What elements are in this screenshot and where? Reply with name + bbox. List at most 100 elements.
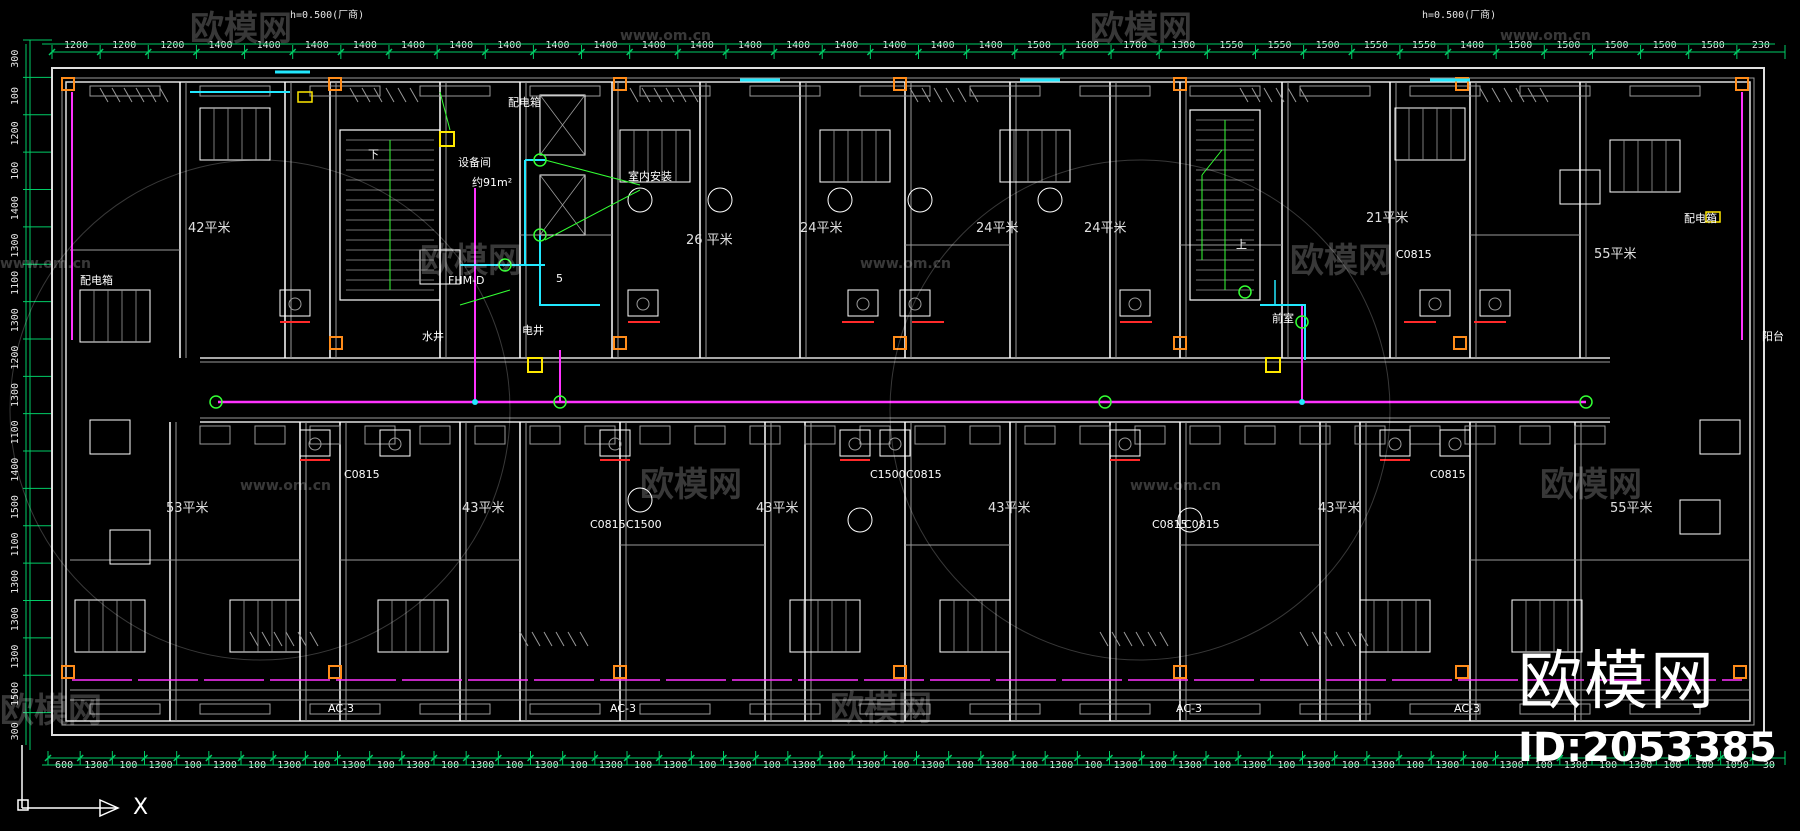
table-block (89, 419, 131, 455)
equipment-tag-3 (1265, 357, 1281, 373)
watermark-url: www.om.cn (0, 256, 91, 272)
lift-shaft (539, 94, 586, 156)
wardrobe-hatch (135, 87, 145, 103)
top-dimension-label: 1400 (594, 40, 618, 51)
dimension-tick (1298, 754, 1307, 762)
wardrobe-hatch (945, 87, 955, 103)
structural-column (1735, 77, 1749, 91)
window-strip (1519, 85, 1591, 97)
window-strip (1079, 85, 1151, 97)
stair-core (339, 129, 441, 301)
watermark-url: www.om.cn (240, 478, 331, 494)
structural-column (61, 77, 75, 91)
bed-block (939, 599, 1011, 653)
top-dimension-label: 1200 (112, 40, 136, 51)
room-area-label: 21平米 (1366, 211, 1409, 226)
watermark-url: www.om.cn (1130, 478, 1221, 494)
dimension-tick (818, 48, 826, 56)
dimension-tick (912, 754, 921, 762)
fixture-block (1419, 289, 1451, 317)
top-dimension-label: 1550 (1267, 40, 1291, 51)
model-id-label: ID:2053385 (1518, 725, 1777, 771)
left-dimension-label: 1400 (10, 458, 21, 482)
wardrobe-hatch (297, 631, 307, 647)
left-dimension-label: 1300 (10, 607, 21, 631)
bed-block (1511, 599, 1583, 653)
room-area-label: 24平米 (800, 221, 843, 236)
structural-column (328, 665, 342, 679)
dimension-tick (337, 48, 345, 56)
pipe-node (553, 395, 567, 409)
dimension-tick (1348, 48, 1356, 56)
table-block (109, 529, 151, 565)
chair-block (827, 187, 853, 213)
window-strip (529, 85, 601, 97)
dimension-tick (385, 48, 393, 56)
top-dimension-label: 1500 (1653, 40, 1677, 51)
top-dimension-label: 1580 (1701, 40, 1725, 51)
top-dimension-label: 1700 (1123, 40, 1147, 51)
wardrobe-hatch (1515, 87, 1525, 103)
dimension-tick (752, 754, 760, 762)
door-frame (1134, 425, 1166, 445)
wardrobe-hatch (1147, 631, 1157, 647)
top-dimension-label: 1500 (1508, 40, 1532, 51)
wardrobe-hatch (285, 631, 295, 647)
fixture-bowl (636, 297, 650, 311)
level-note: h=0.500(厂商) (1422, 8, 1496, 21)
left-dimension-label: 100 (10, 87, 21, 105)
dimension-tick (1251, 48, 1260, 56)
bed-block (1609, 139, 1681, 193)
dimension-tick (1459, 754, 1467, 762)
room-area-label: 26 平米 (686, 233, 733, 248)
dimension-tick (655, 754, 663, 762)
wardrobe-hatch (1287, 87, 1297, 103)
top-dimension-label: 1500 (1027, 40, 1051, 51)
watermark-url: www.om.cn (1500, 28, 1591, 44)
wardrobe-hatch (921, 87, 931, 103)
window-strip (1409, 85, 1481, 97)
wardrobe-hatch (1159, 631, 1169, 647)
left-dimension-label: 1300 (10, 308, 21, 332)
wardrobe-hatch (111, 87, 121, 103)
wardrobe-hatch (653, 87, 663, 103)
room-area-label: 24平米 (1084, 221, 1127, 236)
fixture-bowl (308, 437, 322, 451)
window-strip (529, 703, 601, 715)
dimension-tick (1684, 754, 1693, 762)
dimension-tick (1170, 754, 1178, 762)
top-dimension-label: 1400 (305, 40, 329, 51)
dimension-tick (1492, 48, 1500, 56)
inlet-tag: AC-3 (328, 702, 354, 715)
door-frame (1409, 425, 1441, 445)
table-block (1679, 499, 1721, 535)
dimension-tick (44, 754, 52, 762)
dimension-tick (1524, 754, 1532, 762)
table-block (1699, 419, 1741, 455)
room-partitions (70, 82, 1750, 721)
wardrobe-hatch (123, 87, 133, 103)
bed-block (229, 599, 301, 653)
fixture-bowl (888, 437, 902, 451)
wardrobe-hatch (159, 87, 169, 103)
elec-shaft-label: 电井 (522, 323, 544, 337)
dimension-tick (398, 754, 406, 762)
watermark: 欧模网 (190, 9, 292, 49)
window-strip (1409, 703, 1481, 715)
dimension-tick (719, 754, 728, 762)
left-dimension-label: 1300 (10, 233, 21, 257)
pipe-node (1579, 395, 1593, 409)
left-dimension-label: 300 (10, 50, 21, 68)
window-strip (1079, 703, 1151, 715)
wardrobe-hatch (1359, 631, 1369, 647)
dimension-tick (1202, 754, 1210, 762)
door-frame (474, 425, 506, 445)
dimension-tick (96, 48, 104, 56)
chair-block (627, 187, 653, 213)
bed-block (74, 599, 146, 653)
left-dimension-label: 1500 (10, 495, 21, 519)
dimension-tick (144, 48, 152, 56)
watermarks: 欧模网 欧模网 欧模网 欧模网 欧模网 欧模网 欧模网 欧模网 www.om.c… (0, 9, 1642, 731)
bed-block (1394, 107, 1466, 161)
window-strip (969, 703, 1041, 715)
